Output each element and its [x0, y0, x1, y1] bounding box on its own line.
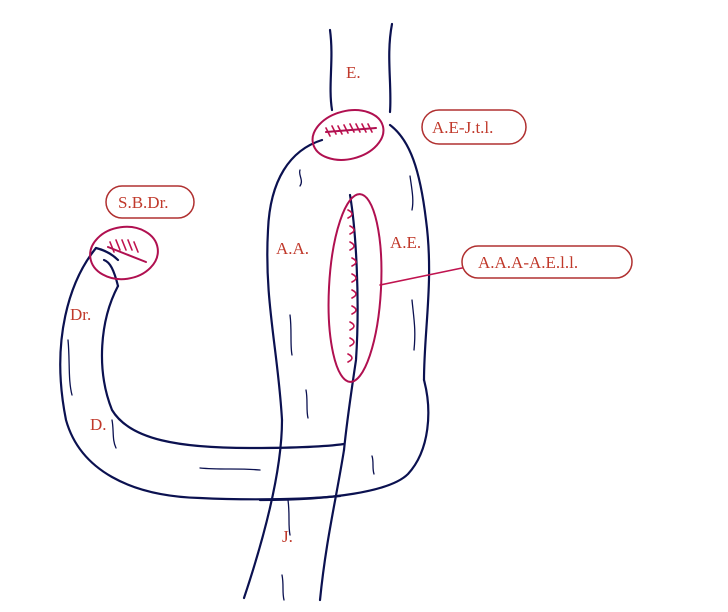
callout-top-anastomosis: A.E-J.t.l.: [421, 109, 527, 145]
callout-stump: S.B.Dr.: [105, 185, 195, 219]
label-duodenum: D.: [90, 415, 107, 434]
esophagus: [328, 22, 394, 114]
jejunum: [242, 418, 346, 602]
stomach-outline: [258, 123, 431, 502]
callout-top-anastomosis-text: A.E-J.t.l.: [432, 118, 493, 137]
top-suture-ring: [311, 109, 385, 161]
side-suture-ring: [327, 193, 463, 383]
label-jejunum: J.: [282, 527, 293, 546]
label-anterior-anastomosis: A.A.: [276, 239, 309, 258]
label-duodenal-loop: Dr.: [70, 305, 91, 324]
callout-side-anastomosis-text: A.A.A-A.E.l.l.: [478, 253, 578, 272]
label-esophagus: E.: [346, 63, 361, 82]
callout-side-anastomosis: A.A.A-A.E.l.l.: [461, 245, 633, 279]
stump-suture-ring: [89, 225, 159, 281]
label-anterior-e: A.E.: [390, 233, 421, 252]
callout-stump-text: S.B.Dr.: [118, 193, 169, 212]
duodenal-loop: [59, 246, 375, 501]
